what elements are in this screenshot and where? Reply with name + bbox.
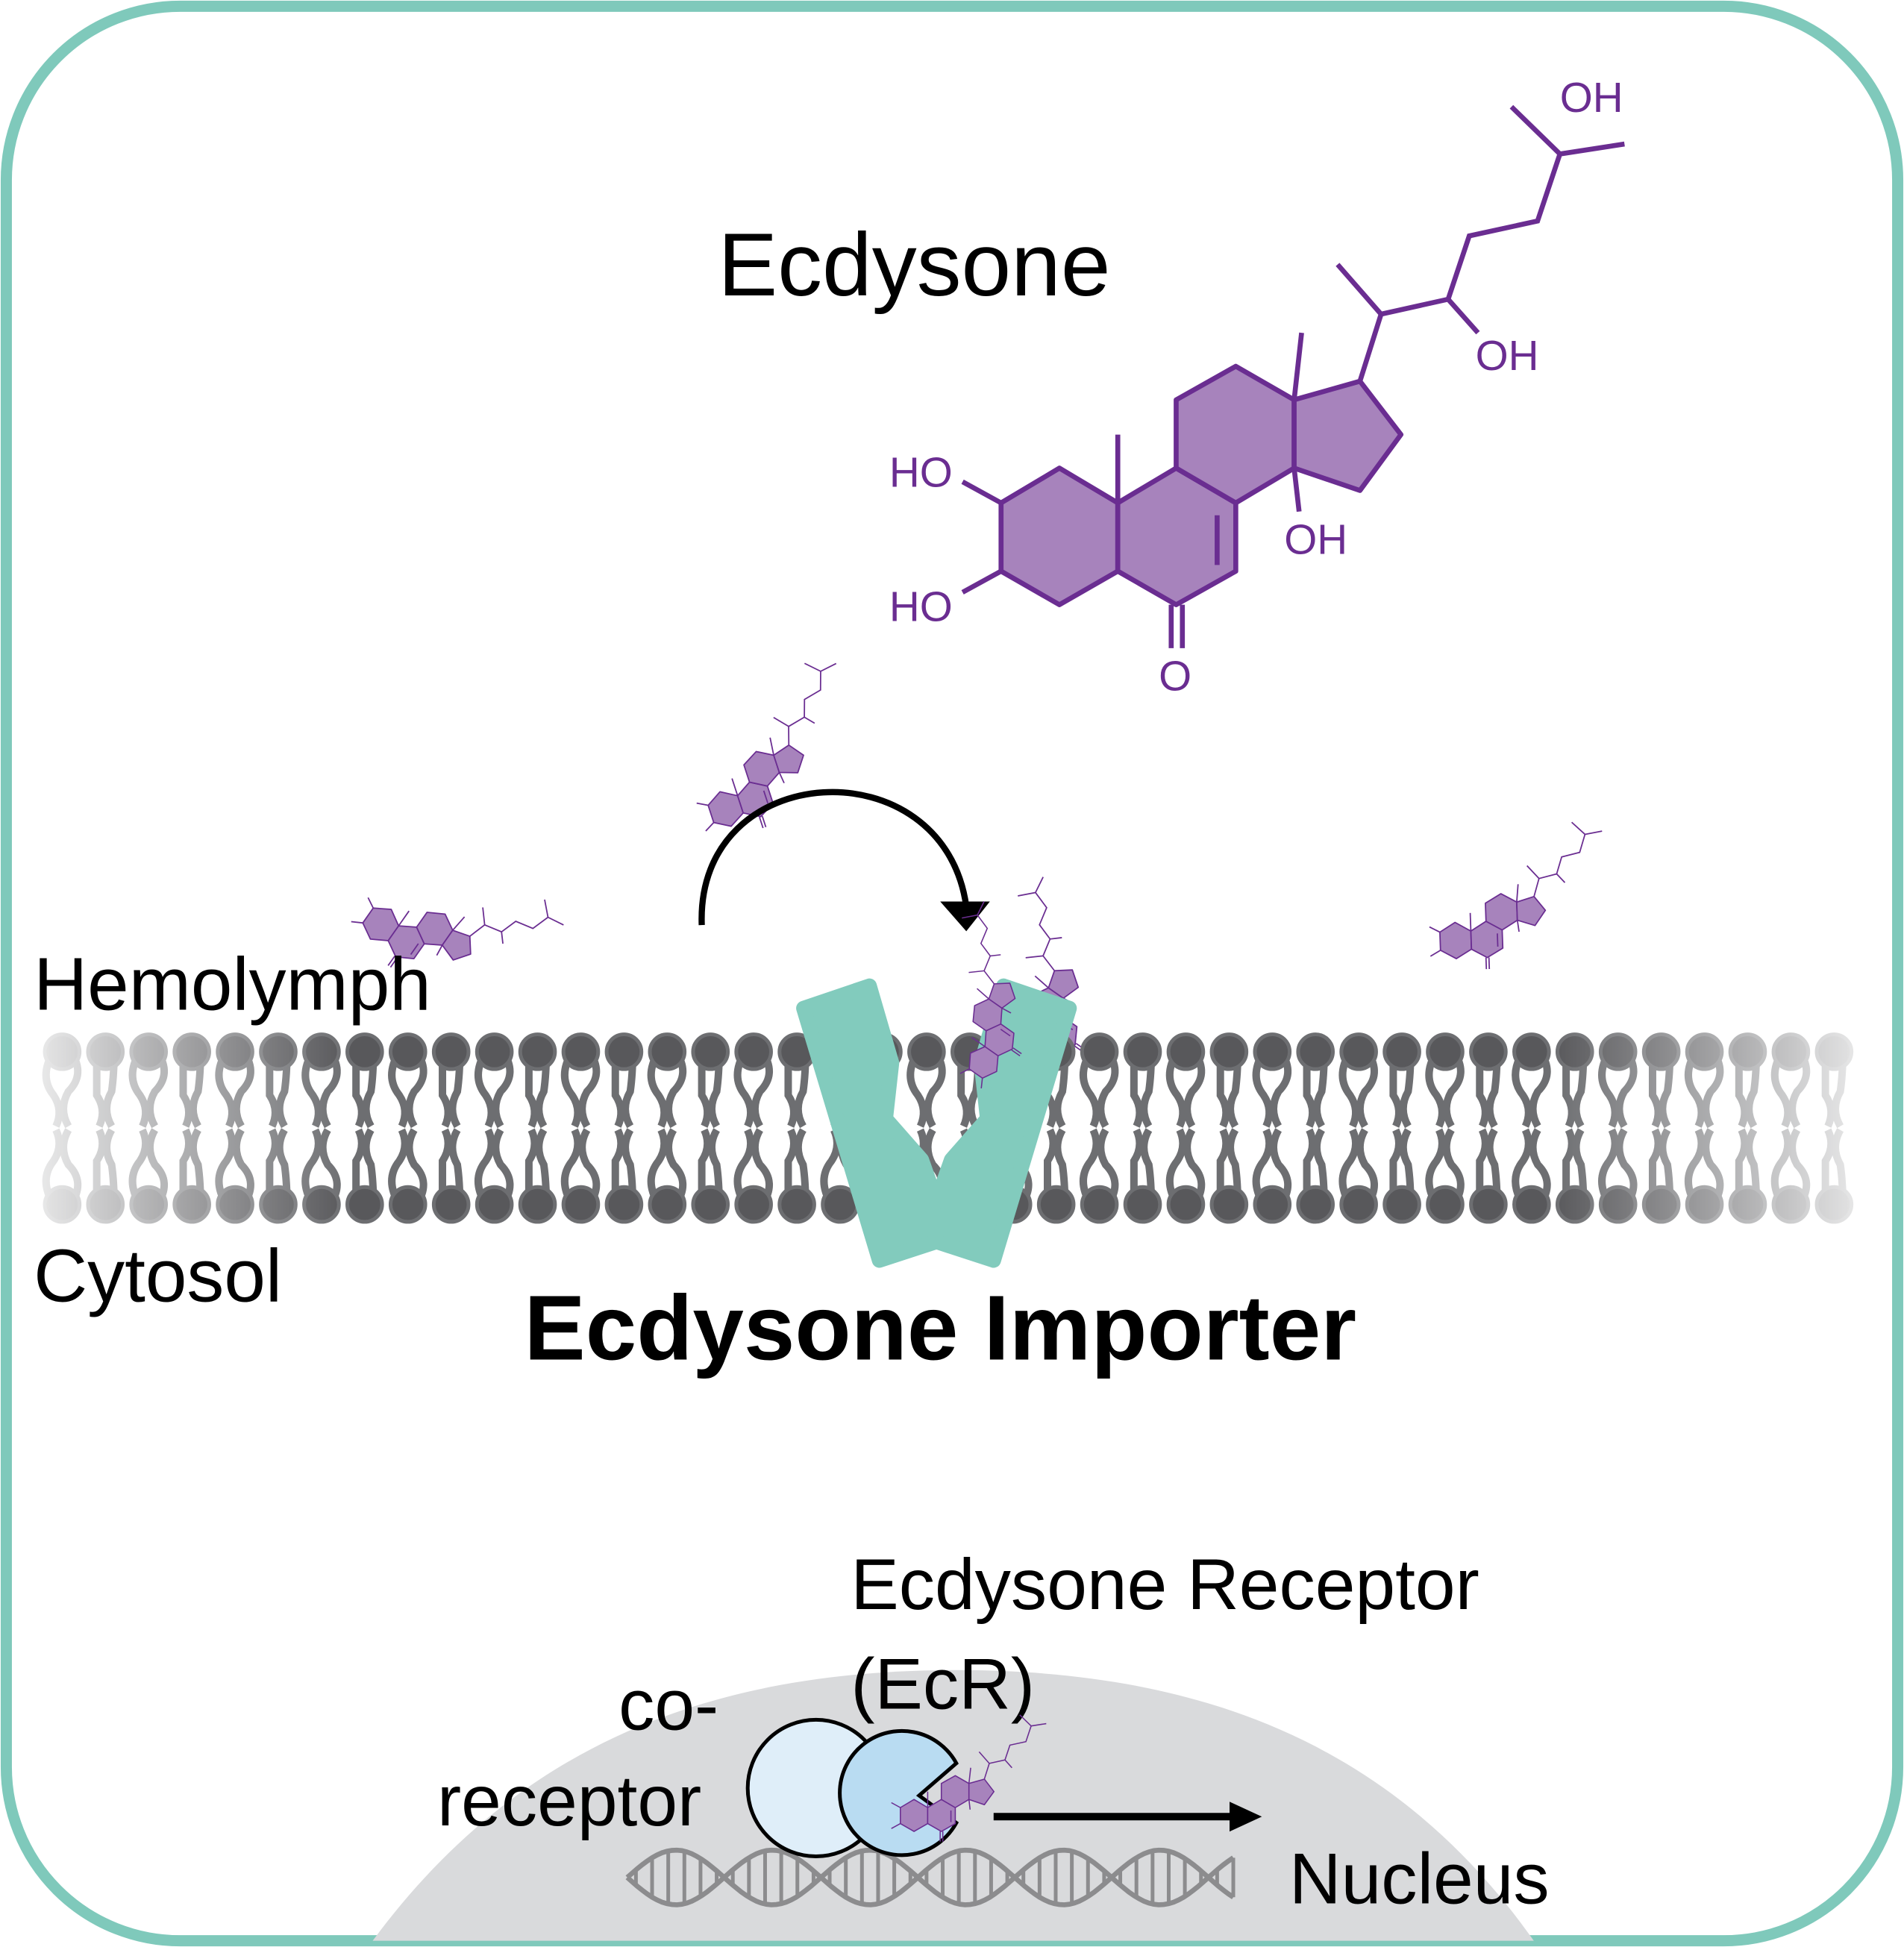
lipid-head [1296,1185,1335,1224]
lipid-head [1339,1185,1378,1224]
lipid-head [1123,1185,1162,1224]
lipid-head [1771,1185,1811,1224]
lipid-head [1814,1032,1854,1071]
lipid-head [1814,1185,1854,1224]
lipid-head [691,1185,730,1224]
lipid-head [1036,1185,1076,1224]
lipid-head [259,1185,298,1224]
oh-label: OH [1560,74,1623,121]
oh-label: OH [1476,332,1539,379]
lipid-head [1641,1185,1681,1224]
lipid-head [734,1185,773,1224]
lipid-head [216,1185,254,1224]
lipid-head [1382,1032,1421,1071]
lipid-head [172,1032,211,1071]
lipid-head [1253,1032,1292,1071]
dna-helix [625,1847,1236,1907]
ho-label: HO [889,583,953,630]
co-receptor-label: receptor [437,1761,701,1841]
importer-label: Ecdysone Importer [524,1277,1357,1380]
ketone-o-label: O [1159,652,1191,699]
ecdysone-importer [796,978,1077,1268]
import-arrow [698,788,990,932]
lipid-head [172,1185,211,1224]
lipid-head [691,1032,730,1071]
lipid-head [1728,1185,1767,1224]
oh-label: OH [1284,515,1347,562]
lipid-head [1685,1032,1724,1071]
lipid-head [431,1032,471,1071]
lipid-head [1166,1185,1206,1224]
lipid-head [1598,1032,1638,1071]
dna-strand [625,1847,1235,1907]
lipid-head [518,1032,557,1071]
cytosol-label: Cytosol [34,1235,282,1317]
lipid-head [561,1185,601,1224]
lipid-head [1555,1032,1594,1071]
lipid-head [604,1185,644,1224]
hemolymph-label: Hemolymph [34,943,431,1026]
lipid-head [1296,1032,1335,1071]
lipid-head [302,1032,341,1071]
lipid-head [1598,1185,1638,1224]
transcription-arrow [993,1802,1262,1832]
lipid-head [518,1185,557,1224]
lipid-head [604,1032,644,1071]
lipid-head [1426,1032,1465,1071]
lipid-head [86,1032,125,1071]
lipid-head [1469,1185,1508,1224]
lipid-head [1382,1185,1421,1224]
lipid-head [1728,1032,1767,1071]
lipid-head [86,1185,125,1224]
ho-label: HO [889,449,953,496]
lipid-head [1080,1032,1119,1071]
lipid-head [43,1032,82,1071]
lipid-head [1166,1032,1206,1071]
dna-strand [625,1847,1235,1907]
lipid-head [1641,1032,1681,1071]
ecdysone-structure: HO HO O OH OH OH [889,74,1624,699]
lipid-head [431,1185,471,1224]
lipid-head [1555,1185,1594,1224]
lipid-head [1209,1185,1249,1224]
receptor-name: Ecdysone Receptor [851,1545,1479,1625]
ecdysone-title: Ecdysone [718,216,1110,315]
lipid-head [1253,1185,1292,1224]
nucleus-label: Nucleus [1289,1840,1550,1919]
lipid-head [1771,1032,1811,1071]
lipid-head [1426,1185,1465,1224]
lipid-head [734,1032,773,1071]
lipid-head [907,1032,946,1071]
lipid-head [1512,1185,1551,1224]
lipid-head [216,1032,254,1071]
lipid-head [259,1032,298,1071]
lipid-head [1469,1032,1508,1071]
lipid-head [648,1185,687,1224]
lipid-head [648,1032,687,1071]
receptor-abbrev: (EcR) [851,1644,1035,1724]
lipid-head [1080,1185,1119,1224]
lipid-head [129,1185,169,1224]
lipid-head [475,1185,514,1224]
lipid-head [388,1032,428,1071]
lipid-head [475,1032,514,1071]
lipid-head [777,1185,816,1224]
lipid-head [43,1185,82,1224]
lipid-head [302,1185,341,1224]
lipid-head [1209,1032,1249,1071]
lipid-head [561,1032,601,1071]
lipid-head [1685,1185,1724,1224]
lipid-head [388,1185,428,1224]
co-receptor-label: co- [619,1666,718,1746]
lipid-head [345,1032,384,1071]
lipid-head [1512,1032,1551,1071]
lipid-head [1123,1032,1162,1071]
lipid-head [1339,1032,1378,1071]
lipid-head [129,1032,169,1071]
lipid-head [345,1185,384,1224]
